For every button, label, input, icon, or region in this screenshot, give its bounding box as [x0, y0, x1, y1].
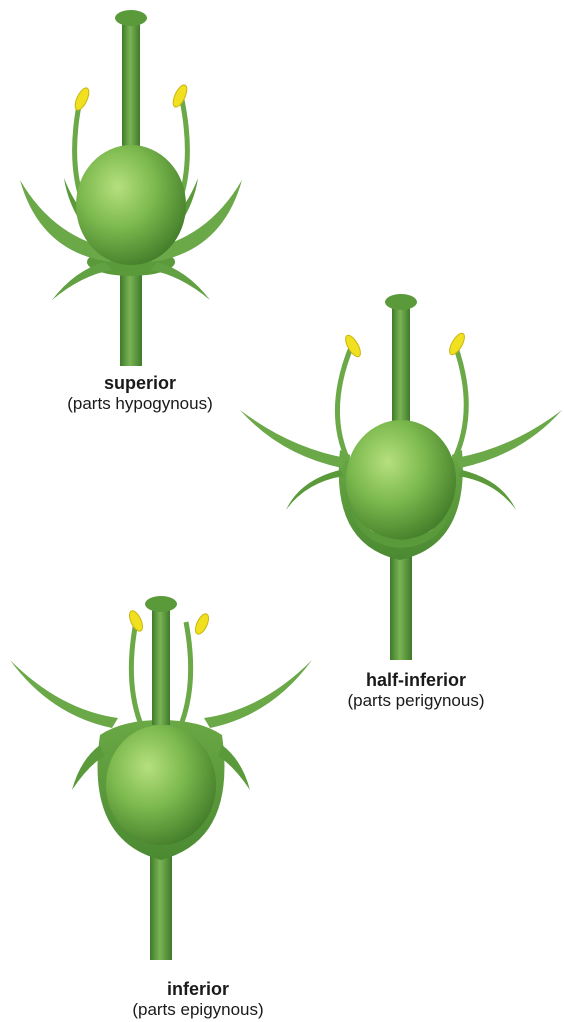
- filament-left: [131, 622, 140, 722]
- sepal-left-lower: [52, 262, 112, 300]
- ovary: [106, 725, 216, 845]
- caption-title: superior: [40, 373, 240, 394]
- sepal-right-lower: [150, 262, 210, 300]
- caption-subtitle: (parts hypogynous): [40, 394, 240, 414]
- anther-right: [193, 612, 211, 636]
- sepal-left: [10, 660, 118, 728]
- filament-left: [337, 345, 352, 460]
- ovary: [76, 145, 186, 265]
- petal-left-lower: [286, 470, 344, 510]
- style: [122, 22, 140, 152]
- stigma: [115, 10, 147, 26]
- sepal-right: [456, 410, 562, 468]
- caption-subtitle: (parts perigynous): [316, 691, 516, 711]
- pedicel: [390, 545, 412, 660]
- style: [152, 605, 170, 725]
- ovary: [346, 420, 456, 540]
- sepal-right: [204, 660, 312, 728]
- flower-superior: [20, 10, 242, 366]
- flower-half-inferior: [240, 294, 562, 660]
- caption-inferior: inferior (parts epigynous): [98, 979, 298, 1020]
- filament-right: [182, 622, 191, 722]
- caption-half-inferior: half-inferior (parts perigynous): [316, 670, 516, 711]
- style: [392, 305, 410, 435]
- anther-left: [72, 86, 91, 112]
- sepal-left: [240, 410, 346, 468]
- caption-title: half-inferior: [316, 670, 516, 691]
- caption-superior: superior (parts hypogynous): [40, 373, 240, 414]
- flower-inferior: [10, 596, 312, 960]
- stigma: [385, 294, 417, 310]
- anther-left: [127, 609, 145, 633]
- petal-right-lower: [458, 470, 516, 510]
- stigma: [145, 596, 177, 612]
- caption-subtitle: (parts epigynous): [98, 1000, 298, 1020]
- filament-right: [454, 345, 466, 460]
- anther-right: [170, 83, 189, 109]
- caption-title: inferior: [98, 979, 298, 1000]
